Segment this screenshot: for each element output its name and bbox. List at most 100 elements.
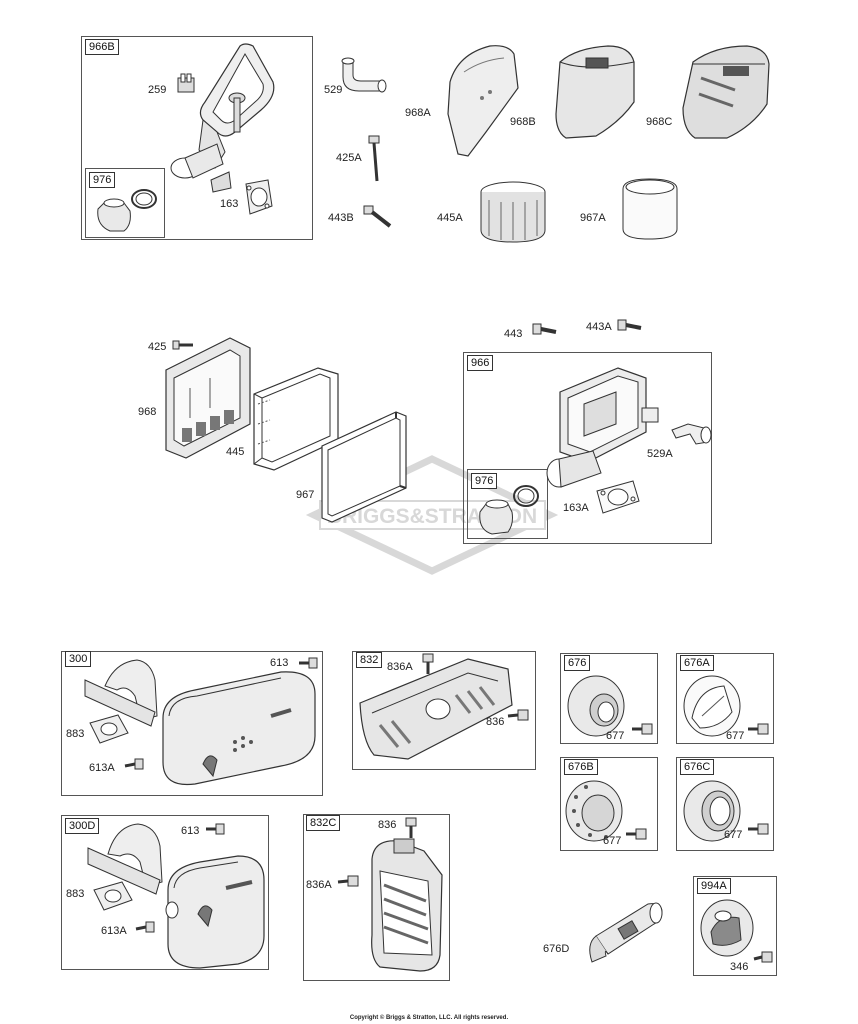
screw-425A [368,135,380,182]
part-label-677-676B: 677 [603,835,622,847]
group-676B-box [560,757,658,851]
part-label-968C: 968C [646,116,673,128]
group-976-tag: 976 [89,172,116,188]
part-label-968: 968 [138,406,157,418]
group-976-inner-box [467,469,548,539]
gasket-163 [245,179,273,215]
part-label-425A: 425A [336,152,362,164]
air-cleaner-base-966 [559,367,659,463]
group-676A-box [676,653,774,744]
screw-677-676C [748,823,769,835]
group-976-inner-tag: 976 [471,473,498,489]
cover-968B [555,45,635,139]
spark-arrestor-676D [589,902,663,963]
part-label-613A-300D: 613A [101,925,127,937]
gasket-163A [596,480,640,514]
part-label-677-676: 677 [606,730,625,742]
part-label-676D: 676D [543,943,570,955]
gasket-883 [89,714,129,744]
muffler-300D [87,823,265,969]
deflector-676C [683,780,741,842]
air-cleaner-base-966B [170,43,275,193]
clip-259 [177,73,195,93]
deflector-676 [567,675,625,737]
screw-836-832C [405,817,417,838]
filter-445A [480,181,546,243]
part-label-346: 346 [730,961,749,973]
group-676B-tag: 676B [564,759,598,775]
group-676A-tag: 676A [680,655,714,671]
cover-968C [682,45,770,139]
part-label-443A: 443A [586,321,612,333]
pre-cleaner-976-inner [479,485,539,535]
group-300-box [61,651,323,796]
group-676-box [560,653,658,744]
foam-967A [622,178,678,240]
heat-shield-832 [359,658,513,760]
part-label-967: 967 [296,489,315,501]
part-label-445A: 445A [437,212,463,224]
group-832C-tag: 832C [306,815,341,831]
group-976-box [85,168,165,238]
screw-443 [532,323,557,335]
screw-613A [124,758,144,770]
deflector-676B [565,780,623,842]
filter-445 [253,367,339,471]
foam-967 [321,411,407,523]
part-label-967A: 967A [580,212,606,224]
part-label-836A: 836A [387,661,413,673]
screw-836A [422,653,434,674]
part-label-613: 613 [270,657,289,669]
screw-443B [363,205,392,228]
group-966-box [463,352,712,544]
group-966B-box [81,36,313,240]
part-label-259: 259 [148,84,167,96]
screw-443A [617,319,642,331]
group-300D-box [61,815,269,970]
heat-shield-832C [371,838,443,972]
part-label-529: 529 [324,84,343,96]
part-label-677-676C: 677 [724,829,743,841]
pre-cleaner-976 [97,189,157,232]
part-label-443: 443 [504,328,523,340]
group-832C-box [303,814,450,981]
part-label-677-676A: 677 [726,730,745,742]
part-label-883: 883 [66,728,85,740]
part-label-836A-832C: 836A [306,879,332,891]
part-label-968A: 968A [405,107,431,119]
group-966-tag: 966 [467,355,494,371]
cover-968A [447,45,519,157]
copyright-footer: Copyright © Briggs & Stratton, LLC. All … [349,1015,509,1021]
group-300-tag: 300 [65,651,92,667]
deflector-676A [683,675,741,737]
screw-425 [172,340,193,350]
group-300D-tag: 300D [65,818,100,834]
part-label-425: 425 [148,341,167,353]
part-label-836: 836 [486,716,505,728]
screw-836A-832C [337,875,359,887]
screw-677-676A [748,723,769,735]
part-label-883-300D: 883 [66,888,85,900]
screw-346 [753,951,773,963]
muffler-300 [84,659,316,786]
screw-677-676 [632,723,653,735]
base-968 [165,337,251,459]
screw-613-300D [206,823,225,835]
part-label-163: 163 [220,198,239,210]
elbow-529 [341,57,387,93]
intake-tube-966 [546,450,602,488]
group-994A-tag: 994A [697,878,731,894]
part-label-443B: 443B [328,212,354,224]
group-994A-box [693,876,777,976]
group-676C-box [676,757,774,851]
group-966B-tag: 966B [85,39,119,55]
group-832-tag: 832 [356,652,383,668]
part-label-445: 445 [226,446,245,458]
screw-677-676B [626,828,647,840]
part-label-613-300D: 613 [181,825,200,837]
part-label-836-832C: 836 [378,819,397,831]
part-label-613A: 613A [89,762,115,774]
group-832-box [352,651,536,770]
deflector-994A [700,899,754,957]
screw-836 [507,709,529,721]
